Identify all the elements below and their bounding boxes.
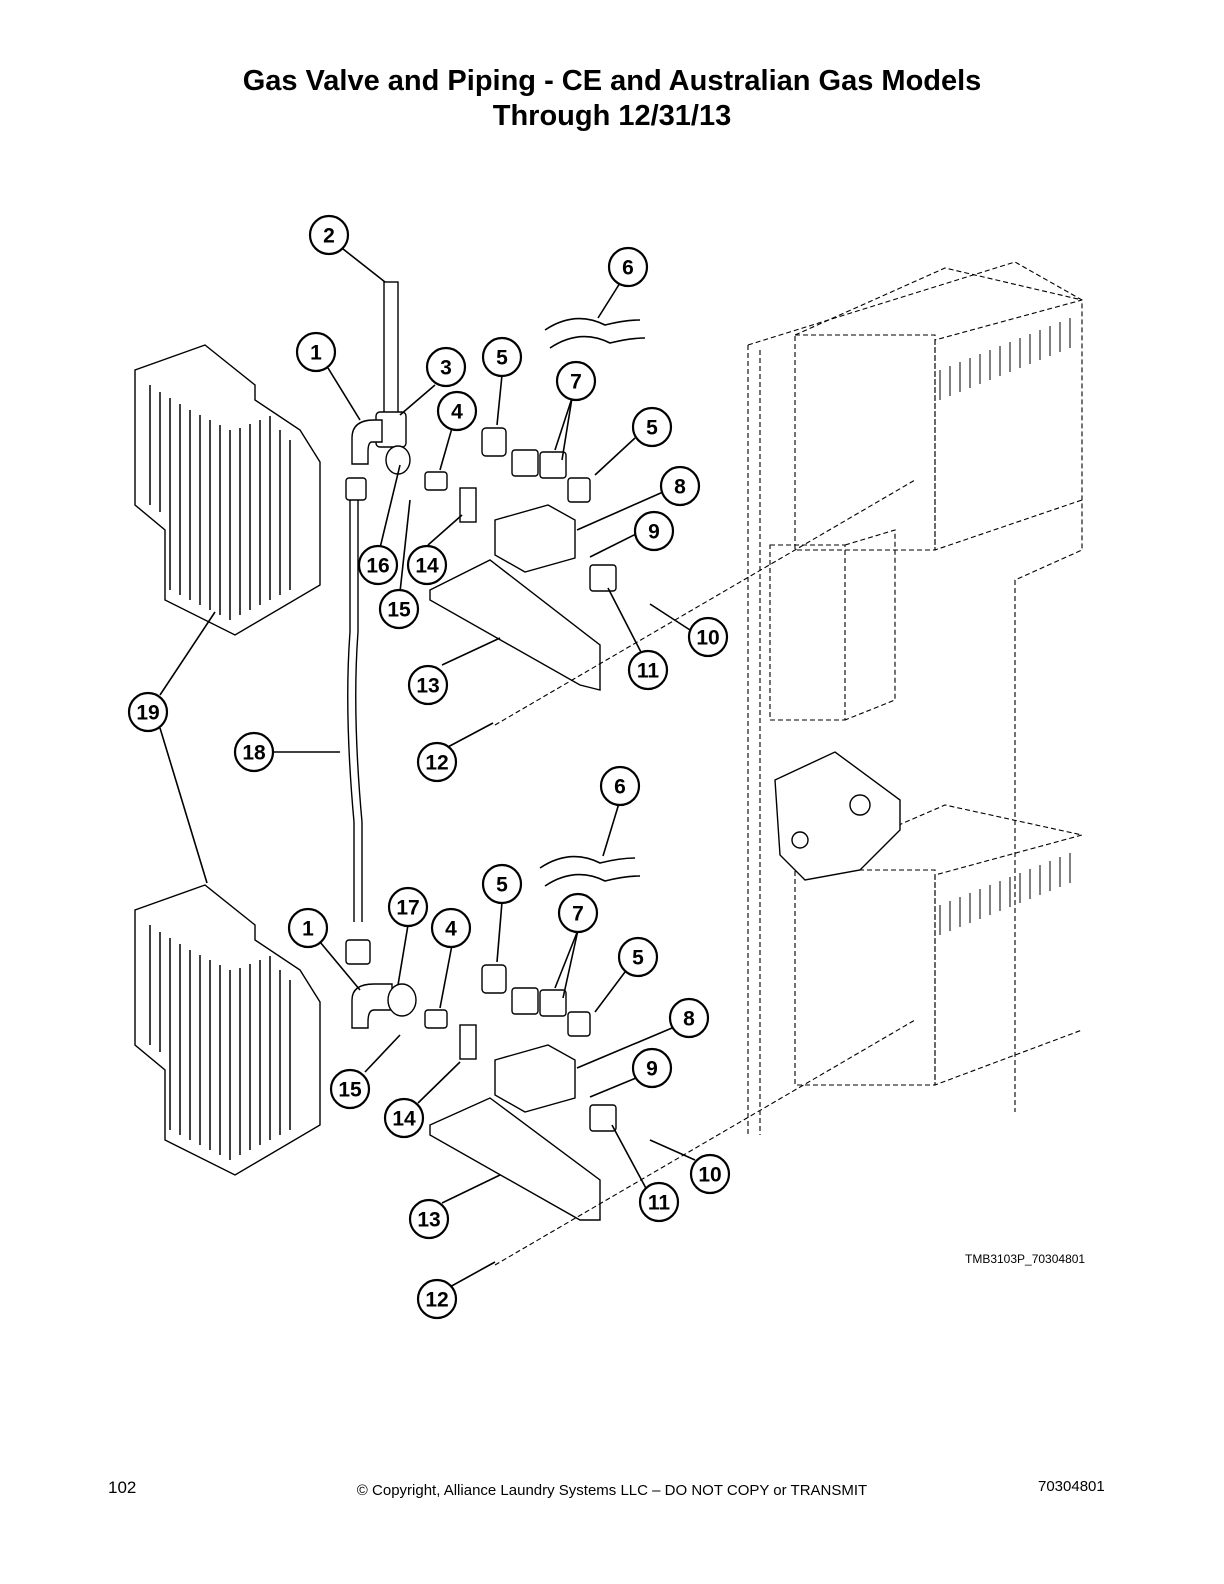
- callout-top-7: 7: [555, 360, 597, 402]
- svg-text:5: 5: [496, 347, 508, 370]
- copyright-notice: © Copyright, Alliance Laundry Systems LL…: [356, 1482, 868, 1499]
- page-title: Gas Valve and Piping - CE and Australian…: [242, 65, 982, 97]
- svg-text:1: 1: [302, 918, 314, 941]
- gas-piping: [345, 281, 417, 1029]
- svg-text:5: 5: [632, 947, 644, 970]
- svg-text:9: 9: [646, 1058, 658, 1081]
- callout-top-2: 2: [308, 214, 350, 256]
- callout-bottom-17: 17: [387, 886, 429, 928]
- callout-top-15: 15: [378, 588, 420, 630]
- svg-text:7: 7: [570, 371, 582, 394]
- svg-text:19: 19: [136, 702, 159, 725]
- callout-top-12: 12: [416, 741, 458, 783]
- svg-text:17: 17: [396, 897, 419, 920]
- svg-text:15: 15: [338, 1079, 362, 1102]
- svg-text:9: 9: [648, 521, 660, 544]
- svg-text:8: 8: [674, 476, 686, 499]
- svg-text:6: 6: [614, 776, 626, 799]
- svg-text:16: 16: [366, 555, 389, 578]
- page-subtitle: Through 12/31/13: [492, 100, 732, 132]
- svg-text:14: 14: [392, 1108, 416, 1131]
- callout-bottom-4: 4: [430, 907, 472, 949]
- callout-top-3: 3: [425, 346, 467, 388]
- callout-top-13: 13: [407, 664, 449, 706]
- callout-bottom-9: 9: [631, 1047, 673, 1089]
- svg-text:5: 5: [496, 874, 508, 897]
- svg-text:11: 11: [637, 660, 660, 683]
- callout-bottom-5b: 5: [617, 936, 659, 978]
- callout-top-14: 14: [406, 544, 448, 586]
- callout-top-16: 16: [357, 544, 399, 586]
- callout-18: 18: [233, 731, 275, 773]
- callout-19: 19: [127, 691, 169, 733]
- svg-text:11: 11: [648, 1192, 671, 1215]
- svg-text:13: 13: [417, 1209, 440, 1232]
- burner-cover-top: [134, 344, 321, 636]
- svg-text:15: 15: [387, 599, 411, 622]
- svg-text:18: 18: [242, 742, 266, 765]
- svg-text:4: 4: [451, 401, 463, 424]
- svg-text:12: 12: [425, 1289, 448, 1312]
- callout-bottom-15: 15: [329, 1068, 371, 1110]
- svg-text:3: 3: [440, 357, 452, 380]
- callout-bottom-12: 12: [416, 1278, 458, 1320]
- burner-cover-bottom: [134, 884, 321, 1176]
- valve-assembly-bottom: [424, 855, 641, 1221]
- svg-text:4: 4: [445, 918, 457, 941]
- callout-top-6: 6: [607, 246, 649, 288]
- svg-text:2: 2: [323, 225, 335, 248]
- callout-top-9: 9: [633, 510, 675, 552]
- svg-text:13: 13: [416, 675, 439, 698]
- machine-frame: [747, 261, 1083, 1135]
- callout-top-1: 1: [295, 331, 337, 373]
- svg-text:10: 10: [696, 627, 719, 650]
- callout-top-8: 8: [659, 465, 701, 507]
- callout-bottom-8: 8: [668, 997, 710, 1039]
- page-number: 102: [108, 1478, 137, 1497]
- svg-text:10: 10: [698, 1164, 721, 1187]
- svg-text:8: 8: [683, 1008, 695, 1031]
- callout-bottom-5a: 5: [481, 863, 523, 905]
- document-number: 70304801: [1038, 1478, 1105, 1495]
- callout-bottom-7: 7: [557, 892, 599, 934]
- callout-top-4: 4: [436, 390, 478, 432]
- callout-top-5b: 5: [631, 406, 673, 448]
- valve-assembly-top: [424, 317, 646, 691]
- svg-text:14: 14: [415, 555, 439, 578]
- callout-bottom-13: 13: [408, 1198, 450, 1240]
- callout-top-10: 10: [687, 616, 729, 658]
- callout-bottom-1: 1: [287, 907, 329, 949]
- callout-bottom-11: 11: [638, 1181, 680, 1223]
- callout-top-11: 11: [627, 649, 669, 691]
- svg-text:6: 6: [622, 257, 634, 280]
- svg-text:12: 12: [425, 752, 448, 775]
- leader-lines: [159, 244, 696, 1289]
- svg-text:7: 7: [572, 903, 584, 926]
- callout-bottom-10: 10: [689, 1153, 731, 1195]
- svg-text:5: 5: [646, 417, 658, 440]
- callout-bottom-14: 14: [383, 1097, 425, 1139]
- callout-bottom-6: 6: [599, 765, 641, 807]
- callout-top-5a: 5: [481, 336, 523, 378]
- svg-text:1: 1: [310, 342, 322, 365]
- drawing-id-label: TMB3103P_70304801: [965, 1252, 1086, 1266]
